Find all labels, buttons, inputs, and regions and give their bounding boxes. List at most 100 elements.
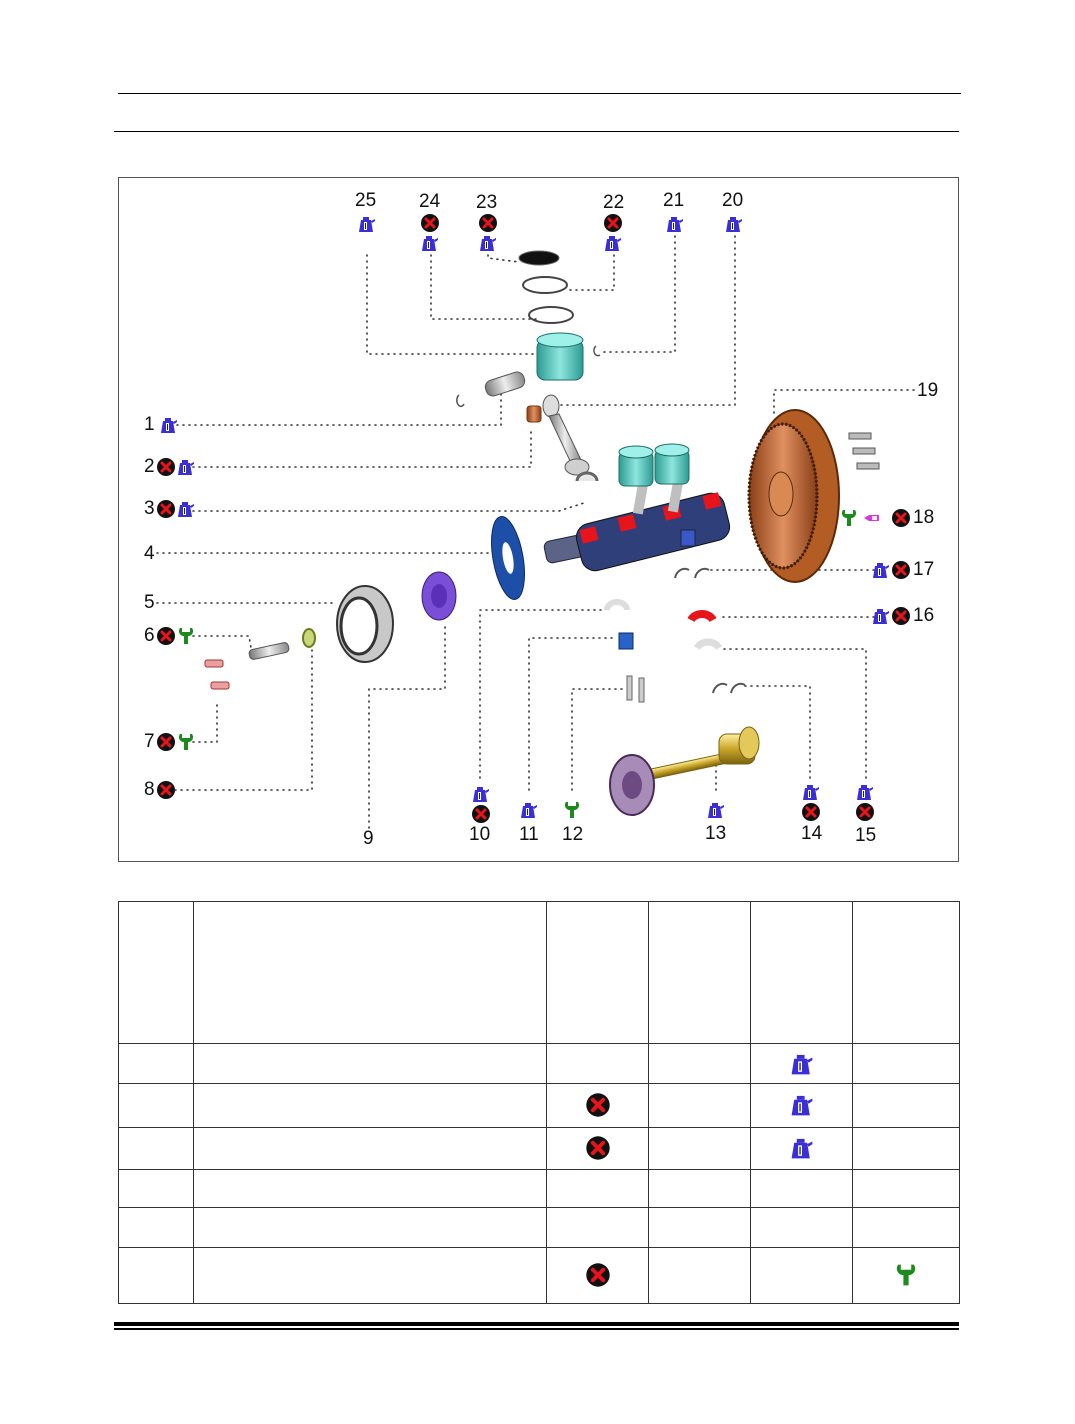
do-not-reuse-icon — [479, 214, 497, 232]
table-cell — [546, 1126, 649, 1170]
table-row — [118, 1168, 960, 1209]
callout-number-16: 16 — [913, 605, 935, 626]
table-cell — [750, 1168, 853, 1209]
table-row — [118, 1207, 960, 1248]
oil-can-icon — [708, 803, 724, 818]
header-cell — [546, 901, 649, 1044]
oil-can-icon — [521, 803, 537, 818]
callout-number-18: 18 — [913, 507, 935, 528]
callout-number-21: 21 — [663, 190, 685, 211]
do-not-reuse-icon — [856, 803, 874, 821]
oil-can-icon — [605, 236, 621, 251]
do-not-reuse-icon — [157, 781, 175, 799]
table-row — [118, 1246, 960, 1305]
oil-can-icon — [178, 460, 194, 475]
table-cell — [546, 1168, 649, 1209]
callout-number-17: 17 — [913, 559, 935, 580]
exploded-diagram-art — [156, 229, 915, 829]
table-cell — [648, 1083, 751, 1128]
header-cell — [118, 901, 194, 1044]
oil-can-icon — [178, 502, 194, 517]
oil-can-icon — [480, 236, 496, 251]
bottom-rule-thin — [114, 1328, 959, 1330]
table-cell — [193, 1168, 547, 1209]
top-rule-2 — [114, 131, 959, 132]
callout-number-20: 20 — [722, 190, 744, 211]
do-not-reuse-icon — [157, 458, 175, 476]
torque-wrench-icon — [841, 510, 857, 526]
callout-number-19: 19 — [917, 380, 939, 401]
do-not-reuse-icon — [802, 803, 820, 821]
oil-can-icon — [473, 787, 489, 802]
table-cell — [852, 1207, 960, 1248]
table-row — [118, 1083, 960, 1128]
do-not-reuse-icon — [585, 1093, 610, 1118]
table-cell — [118, 1168, 194, 1209]
table-cell — [118, 1083, 194, 1128]
callout-number-13: 13 — [705, 823, 727, 844]
timing-gear — [421, 571, 457, 621]
table-cell — [193, 1083, 547, 1128]
header-cell — [852, 901, 960, 1044]
table-row — [118, 1126, 960, 1170]
balance-shaft — [609, 726, 760, 816]
do-not-reuse-icon — [604, 214, 622, 232]
table-cell — [118, 1246, 194, 1305]
callout-number-8: 8 — [144, 779, 155, 800]
callout-number-6: 6 — [144, 625, 155, 646]
do-not-reuse-icon — [892, 561, 910, 579]
oil-can-icon — [857, 785, 873, 800]
torque-wrench-icon — [564, 802, 580, 818]
callout-number-25: 25 — [355, 190, 377, 211]
torque-wrench-icon — [178, 734, 194, 750]
table-cell — [648, 1126, 751, 1170]
flywheel — [747, 409, 880, 583]
table-cell — [193, 1042, 547, 1085]
oil-can-icon — [791, 1096, 812, 1116]
table-cell — [852, 1168, 960, 1209]
table-cell — [118, 1126, 194, 1170]
table-row — [118, 1042, 960, 1085]
header-cell — [750, 901, 853, 1044]
header-cell — [193, 901, 547, 1044]
table-cell — [852, 1246, 960, 1305]
table-cell — [852, 1083, 960, 1128]
callout-number-10: 10 — [469, 824, 491, 845]
table-cell — [648, 1207, 751, 1248]
header-cell — [648, 901, 751, 1044]
table-cell — [852, 1126, 960, 1170]
callout-number-3: 3 — [144, 498, 155, 519]
leader-lines — [156, 229, 915, 829]
do-not-reuse-icon — [157, 500, 175, 518]
callout-number-5: 5 — [144, 592, 155, 613]
callout-number-23: 23 — [476, 192, 498, 213]
oil-can-icon — [667, 217, 683, 232]
do-not-reuse-icon — [157, 733, 175, 751]
oil-can-icon — [873, 563, 889, 578]
oil-can-icon — [803, 785, 819, 800]
oil-can-icon — [791, 1139, 812, 1159]
do-not-reuse-icon — [892, 509, 910, 527]
table-cell — [750, 1246, 853, 1305]
do-not-reuse-icon — [585, 1136, 610, 1160]
callout-number-14: 14 — [801, 823, 823, 844]
oil-can-icon — [873, 609, 889, 624]
callout-number-22: 22 — [603, 192, 625, 213]
torque-wrench-icon — [178, 628, 194, 644]
callout-number-7: 7 — [144, 731, 155, 752]
table-cell — [852, 1042, 960, 1085]
parts-table — [118, 901, 960, 1305]
connecting-rod — [542, 394, 599, 482]
table-cell — [546, 1207, 649, 1248]
table-cell — [546, 1246, 649, 1305]
callout-number-9: 9 — [363, 828, 374, 849]
oil-can-icon — [359, 217, 375, 232]
callout-number-2: 2 — [144, 456, 155, 477]
sealant-icon — [864, 515, 879, 521]
oil-can-icon — [422, 236, 438, 251]
do-not-reuse-icon — [421, 214, 439, 232]
callout-number-24: 24 — [419, 191, 441, 212]
table-cell — [118, 1042, 194, 1085]
piston-parts — [456, 250, 601, 423]
